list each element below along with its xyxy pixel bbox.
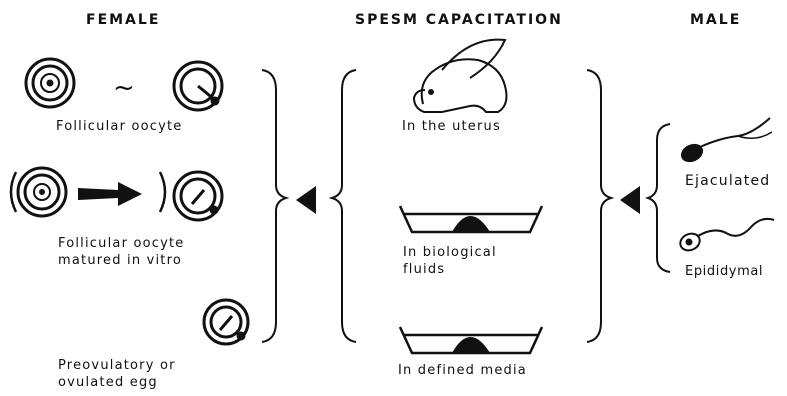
- in-vitro-oocyte-icon: [18, 168, 66, 216]
- capacitation-brace-right: [587, 70, 611, 342]
- capacitation-brace-left: [332, 70, 356, 342]
- female-brace: [262, 70, 286, 342]
- label-biological-fluids: In biological fluids: [403, 244, 497, 278]
- label-uterus: In the uterus: [402, 118, 501, 135]
- arrow-female: [296, 186, 316, 214]
- label-follicular-oocyte: Follicular oocyte: [56, 118, 183, 135]
- male-brace: [648, 124, 670, 272]
- maturation-arrow: [78, 182, 142, 206]
- matured-oocyte-icon: [174, 172, 222, 220]
- rabbit-icon: [414, 40, 506, 112]
- ejaculated-sperm-icon: [679, 118, 772, 165]
- arrow-male: [620, 186, 640, 214]
- label-preovulatory: Preovulatory or ovulated egg: [58, 357, 176, 391]
- oocyte-maturing-icon: [174, 62, 222, 110]
- epididymal-sperm-icon: [678, 219, 774, 254]
- open-paren: [11, 172, 16, 212]
- label-defined-media: In defined media: [398, 362, 527, 379]
- dish-defined-drop: [452, 337, 490, 353]
- ovulated-egg-icon: [204, 300, 248, 344]
- label-epididymal: Epididymal: [685, 263, 763, 280]
- close-paren: [160, 172, 165, 212]
- dish-biological-drop: [452, 216, 490, 232]
- follicular-oocyte-icon: [26, 59, 74, 107]
- label-ejaculated: Ejaculated: [685, 173, 770, 190]
- tilde-glyph: ~: [113, 73, 135, 103]
- label-matured-in-vitro: Follicular oocyte matured in vitro: [58, 235, 185, 269]
